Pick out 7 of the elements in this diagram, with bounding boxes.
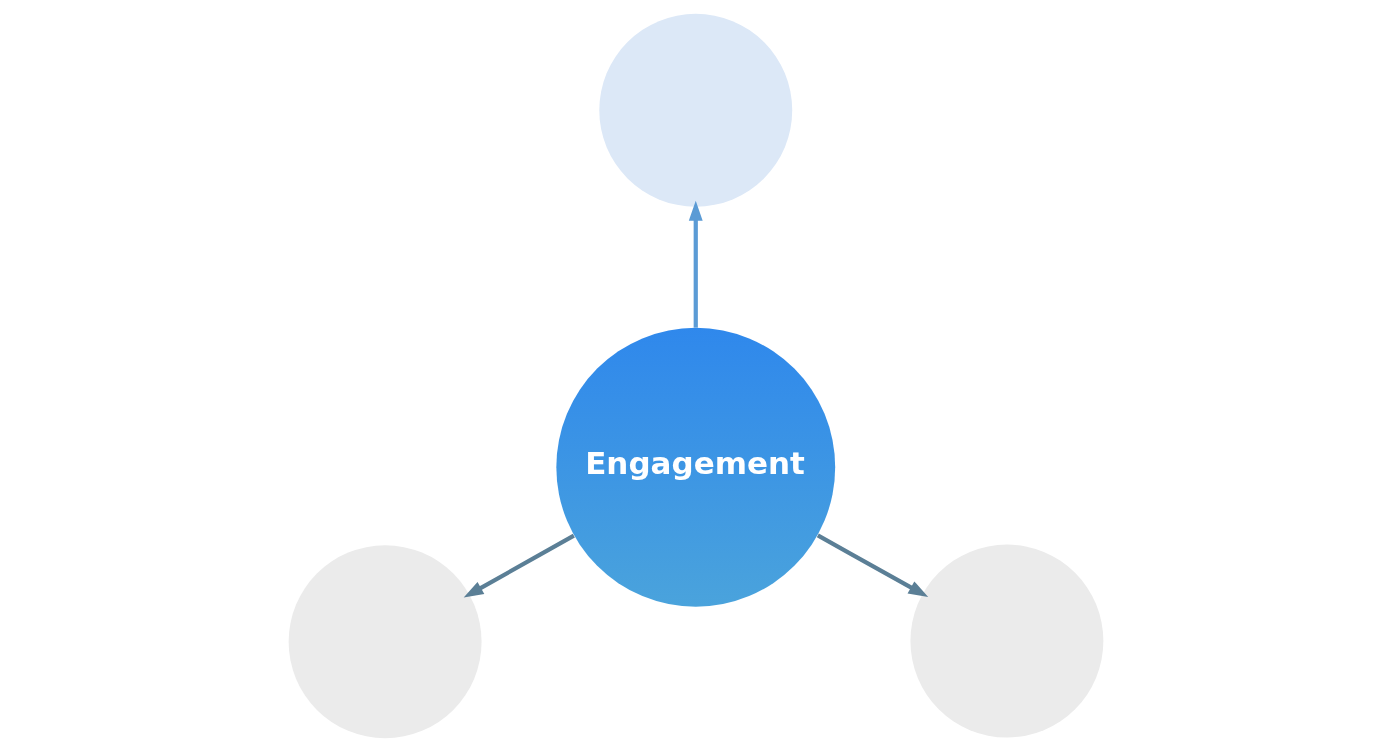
arrow <box>688 200 703 328</box>
node-circle <box>599 13 793 207</box>
node-circle <box>910 544 1104 738</box>
node-circle <box>288 545 482 739</box>
arrow <box>463 533 575 598</box>
node-circle: Engagement <box>556 327 836 607</box>
arrow <box>816 533 929 598</box>
